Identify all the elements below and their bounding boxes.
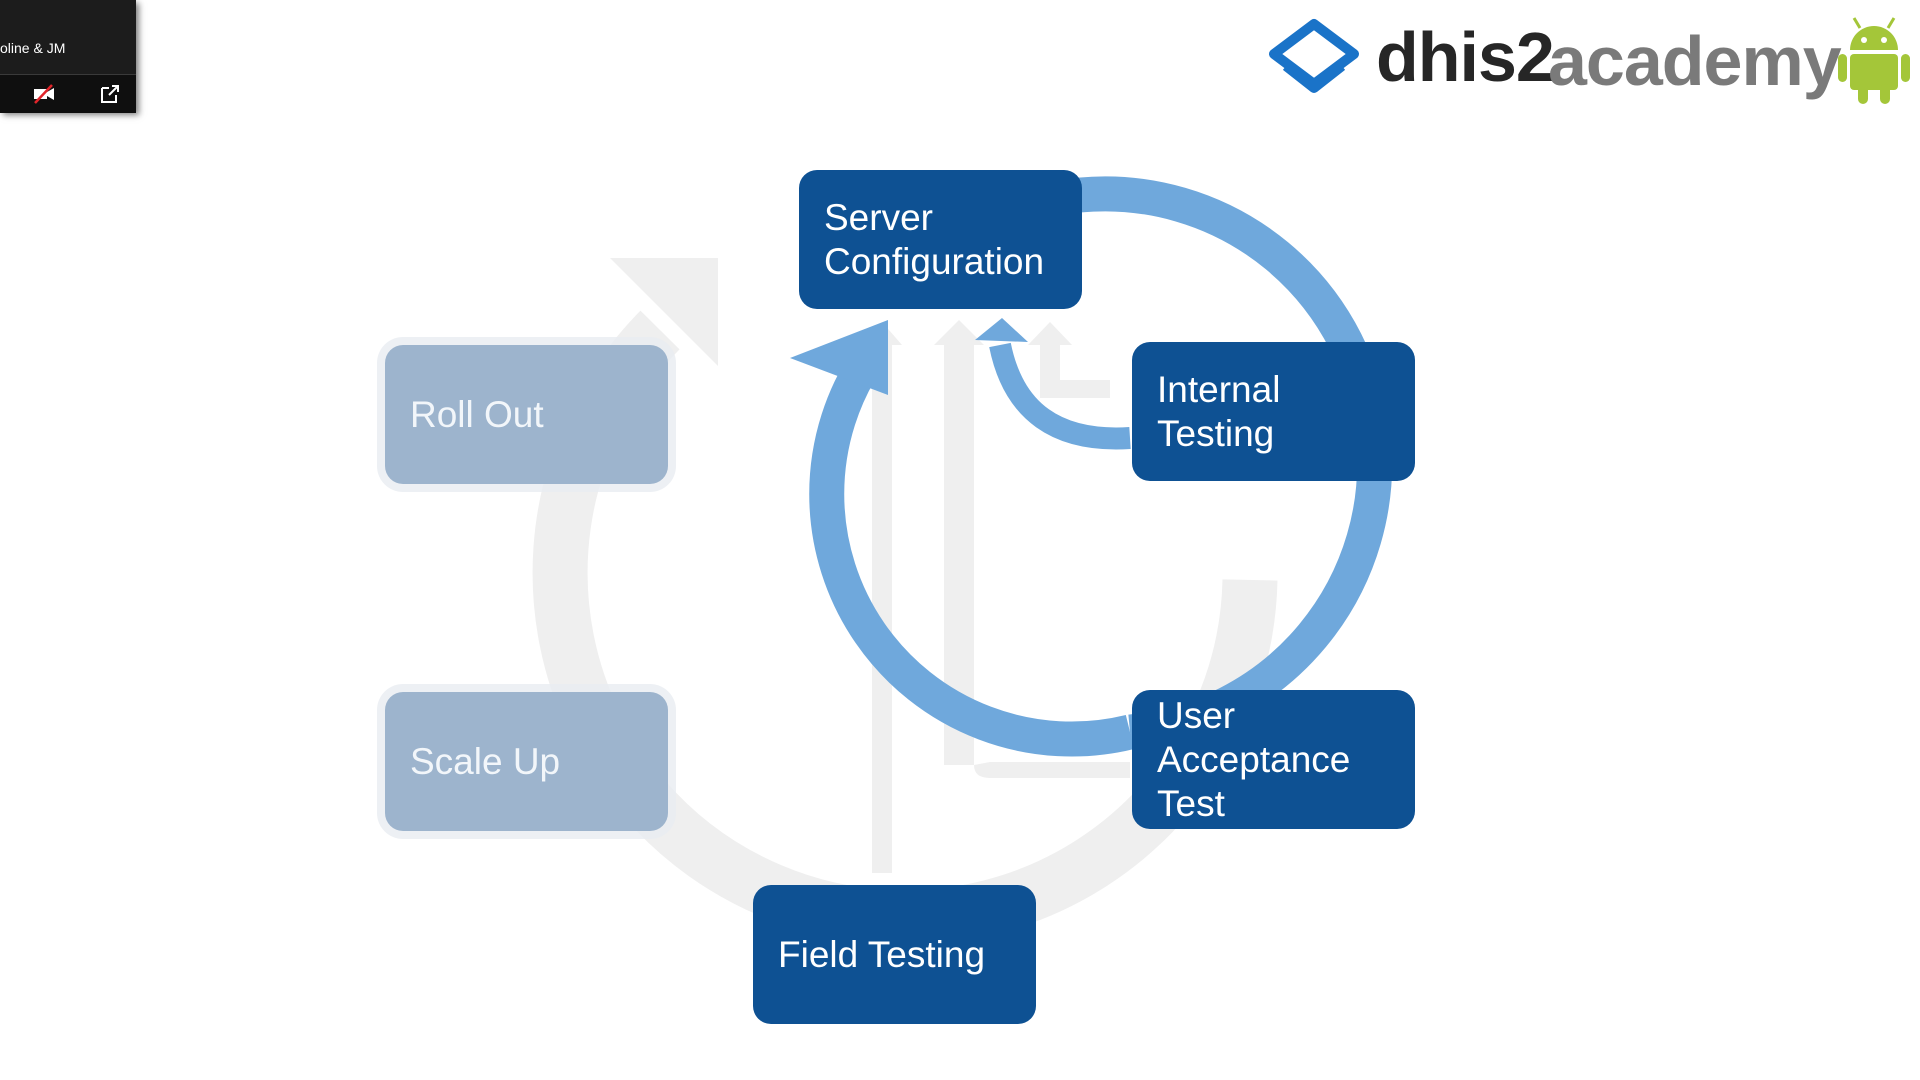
step-scale-up: Scale Up [385,692,668,831]
dhis2-stack-icon [1266,16,1362,107]
step-field-testing: Field Testing [753,885,1036,1024]
android-icon [1836,14,1912,111]
video-call-toolbar [0,74,136,113]
step-roll-out: Roll Out [385,345,668,484]
video-call-panel: oline & JM [0,0,136,113]
logo-text-academy: academy [1548,22,1842,100]
logo-text-dhis2: dhis2 [1376,18,1555,96]
participant-name: oline & JM [0,40,66,56]
popout-icon[interactable] [98,83,122,105]
step-internal-testing: Internal Testing [1132,342,1415,481]
step-server-configuration: Server Configuration [799,170,1082,309]
step-user-acceptance-test: User Acceptance Test [1132,690,1415,829]
faded-vertical-arrows [862,320,1130,873]
internal-to-server-arrow [975,318,1131,450]
camera-off-icon[interactable] [32,83,56,105]
dhis2-academy-logo: dhis2 academy [1266,14,1912,104]
